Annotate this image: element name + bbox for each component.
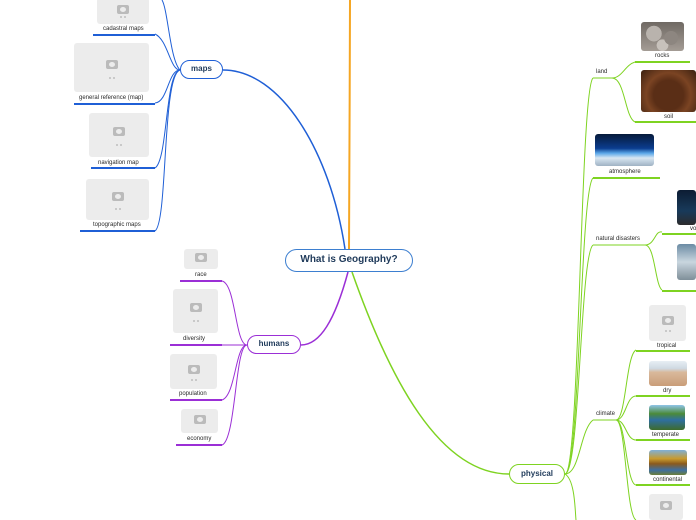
topographic-maps-image — [86, 179, 149, 220]
branch-line-top — [348, 0, 351, 250]
image-placeholder-icon — [189, 303, 202, 313]
diversity-label[interactable]: diversity — [183, 336, 206, 342]
image-placeholder-icon — [661, 316, 674, 326]
dry-image — [649, 361, 687, 386]
cadastral-maps-image — [97, 0, 149, 24]
disaster-image-2 — [677, 244, 696, 280]
central-topic[interactable]: What is Geography? — [285, 249, 413, 272]
general-reference-map-label[interactable]: general reference (map) — [79, 95, 144, 101]
branch-line-maps — [222, 69, 346, 250]
maps-topic[interactable]: maps — [180, 60, 223, 79]
climate-image-5 — [649, 494, 683, 520]
navigation-map-label[interactable]: navigation map — [98, 160, 139, 166]
cadastral-maps-label[interactable]: cadastral maps — [103, 26, 144, 32]
topographic-maps-label[interactable]: topographic maps — [93, 222, 141, 228]
race-image — [184, 249, 218, 269]
general-reference-map-image — [74, 43, 149, 92]
rocks-label[interactable]: rocks — [655, 53, 670, 59]
population-label[interactable]: population — [179, 391, 207, 397]
atmosphere-label[interactable]: atmosphere — [609, 169, 641, 175]
soil-label[interactable]: soil — [664, 114, 674, 120]
tropical-image — [649, 305, 686, 341]
economy-image — [181, 409, 218, 433]
natural-disasters-label[interactable]: natural disasters — [596, 236, 641, 242]
image-placeholder-icon — [105, 59, 118, 69]
land-label[interactable]: land — [596, 69, 608, 75]
temperate-image — [649, 405, 685, 430]
economy-label[interactable]: economy — [187, 436, 212, 442]
image-placeholder-icon — [113, 127, 125, 137]
tropical-label[interactable]: tropical — [657, 343, 677, 349]
humans-topic[interactable]: humans — [247, 335, 301, 354]
dry-label[interactable]: dry — [663, 388, 672, 394]
atmosphere-image — [595, 134, 654, 166]
physical-topic[interactable]: physical — [509, 464, 565, 484]
soil-image — [641, 70, 696, 112]
continental-label[interactable]: continental — [653, 477, 683, 483]
race-label[interactable]: race — [195, 272, 207, 278]
volcano-image — [677, 190, 696, 225]
diversity-image — [173, 289, 218, 333]
volcano-label[interactable]: vo — [690, 226, 696, 232]
image-placeholder-icon — [117, 4, 129, 14]
branch-line-humans — [300, 271, 349, 346]
population-image — [170, 354, 217, 389]
branch-line-physical — [351, 271, 510, 475]
image-placeholder-icon — [111, 192, 124, 202]
image-placeholder-icon — [660, 500, 672, 510]
rocks-image — [641, 22, 684, 51]
image-placeholder-icon — [195, 253, 207, 263]
image-placeholder-icon — [193, 415, 206, 425]
navigation-map-image — [89, 113, 149, 157]
climate-label[interactable]: climate — [596, 411, 616, 417]
temperate-label[interactable]: temperate — [652, 432, 680, 438]
continental-image — [649, 450, 687, 475]
image-placeholder-icon — [187, 364, 200, 374]
